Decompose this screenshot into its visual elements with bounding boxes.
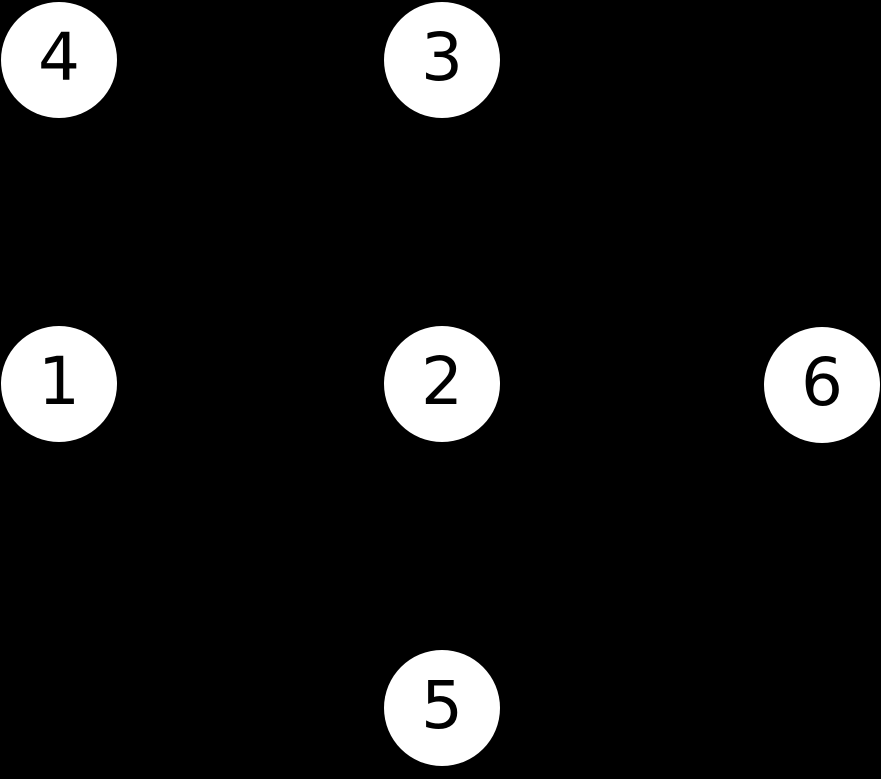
graph-node-label: 5: [421, 667, 463, 744]
graph-node-3: 3: [384, 2, 500, 118]
graph-node-label: 6: [801, 344, 843, 421]
graph-node-label: 2: [421, 343, 463, 420]
graph-node-5: 5: [384, 650, 500, 766]
graph-node-6: 6: [764, 327, 880, 443]
graph-node-4: 4: [1, 2, 117, 118]
graph-node-label: 3: [421, 19, 463, 96]
graph-node-1: 1: [1, 326, 117, 442]
graph-node-label: 1: [38, 343, 80, 420]
graph-node-2: 2: [384, 326, 500, 442]
graph-node-label: 4: [38, 19, 80, 96]
